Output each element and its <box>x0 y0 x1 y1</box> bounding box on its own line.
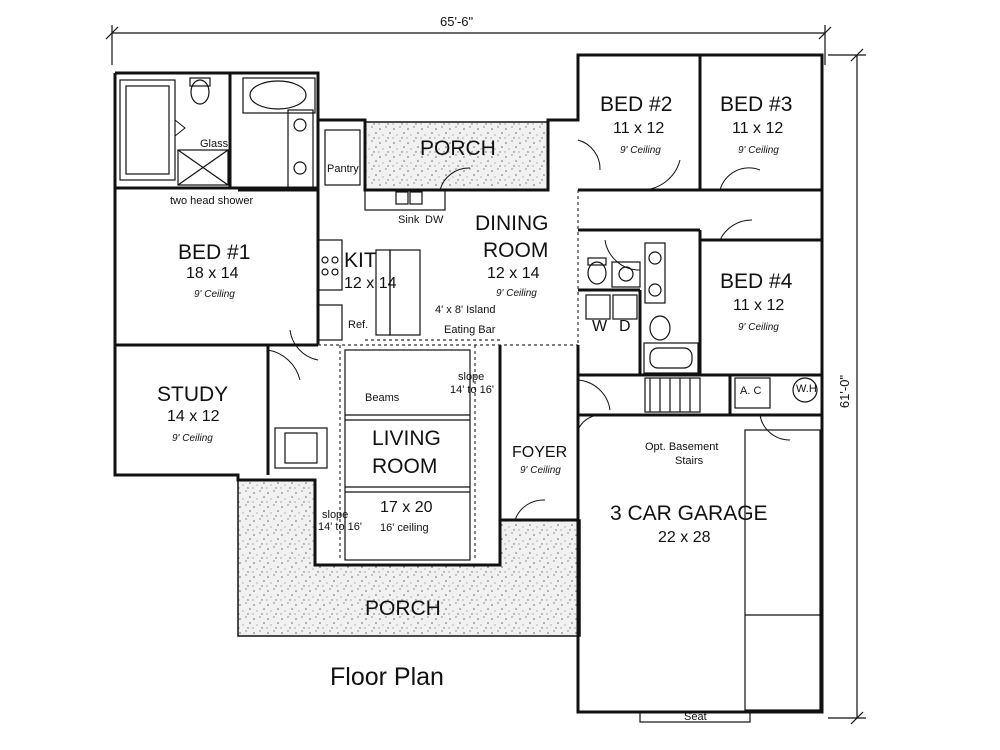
dining-size: 12 x 14 <box>487 265 540 282</box>
study-size: 14 x 12 <box>167 408 220 425</box>
bed3-ceiling: 9' Ceiling <box>738 145 779 156</box>
depth-dimension: 61'-0" <box>837 374 853 409</box>
sink-label: Sink <box>398 214 420 226</box>
garage-name: 3 CAR GARAGE <box>610 502 768 525</box>
bed2-ceiling: 9' Ceiling <box>620 145 661 156</box>
width-dimension-line <box>105 25 832 65</box>
floor-plan-caption: Floor Plan <box>330 663 444 691</box>
bed1-size: 18 x 14 <box>186 265 239 282</box>
hall-bath-fixtures <box>585 242 699 374</box>
bed1-name: BED #1 <box>178 241 251 264</box>
kitchen-fixtures <box>317 129 446 341</box>
bed2-name: BED #2 <box>600 93 673 116</box>
kitchen-size: 12 x 14 <box>344 275 397 292</box>
interior-walls <box>115 55 822 520</box>
bed3-name: BED #3 <box>720 93 793 116</box>
bed4-ceiling: 9' Ceiling <box>738 322 779 333</box>
slope1-line2: 14' to 16' <box>450 384 494 396</box>
exterior-walls <box>115 53 824 714</box>
study-name: STUDY <box>157 383 229 406</box>
bed4-size: 11 x 12 <box>733 297 785 314</box>
rear-porch-name: PORCH <box>420 137 496 160</box>
front-porch-name: PORCH <box>365 597 441 620</box>
living-room-beams <box>318 190 579 561</box>
dining-name-line2: ROOM <box>483 239 549 262</box>
dining-ceiling: 9' Ceiling <box>496 288 537 299</box>
fireplace <box>274 427 328 469</box>
wh-label: W.H <box>796 383 817 395</box>
slope2-line2: 14' to 16' <box>318 521 362 533</box>
width-dimension: 65'-6" <box>440 14 474 29</box>
living-name-line2: ROOM <box>372 455 438 478</box>
bed2-size: 11 x 12 <box>613 120 665 137</box>
dryer-label: D <box>619 318 631 335</box>
seat-label: Seat <box>684 711 707 723</box>
slope2-line1: slope <box>322 509 349 521</box>
living-name-line1: LIVING <box>372 427 441 450</box>
garage-size: 22 x 28 <box>658 529 711 546</box>
ref-label: Ref. <box>348 319 369 331</box>
bed1-ceiling: 9' Ceiling <box>194 289 235 300</box>
living-ceiling: 16' ceiling <box>380 522 429 534</box>
glass-label: Glass <box>200 138 229 150</box>
living-size: 17 x 20 <box>380 499 433 516</box>
beams-label: Beams <box>365 392 400 404</box>
island-label: 4' x 8' Island <box>435 304 496 316</box>
garage-details <box>639 377 821 723</box>
foyer-ceiling: 9' Ceiling <box>520 465 561 476</box>
basement-stairs-line2: Stairs <box>675 455 704 467</box>
basement-stairs-line1: Opt. Basement <box>645 441 719 453</box>
dw-label: DW <box>425 214 444 226</box>
door-swings <box>174 119 791 521</box>
bed3-size: 11 x 12 <box>732 120 784 137</box>
bed4-name: BED #4 <box>720 270 793 293</box>
depth-dimension-line <box>828 48 866 725</box>
shower-note: two head shower <box>170 195 254 207</box>
washer-label: W <box>592 318 608 335</box>
study-ceiling: 9' Ceiling <box>172 433 213 444</box>
dining-name-line1: DINING <box>475 212 549 235</box>
eating-bar-label: Eating Bar <box>444 324 496 336</box>
foyer-name: FOYER <box>512 444 568 461</box>
pantry-label: Pantry <box>327 163 359 175</box>
kitchen-name: KIT <box>344 249 377 272</box>
ac-label: A. C <box>740 385 762 397</box>
master-bath-fixtures <box>119 77 316 189</box>
slope1-line1: slope <box>458 371 485 383</box>
